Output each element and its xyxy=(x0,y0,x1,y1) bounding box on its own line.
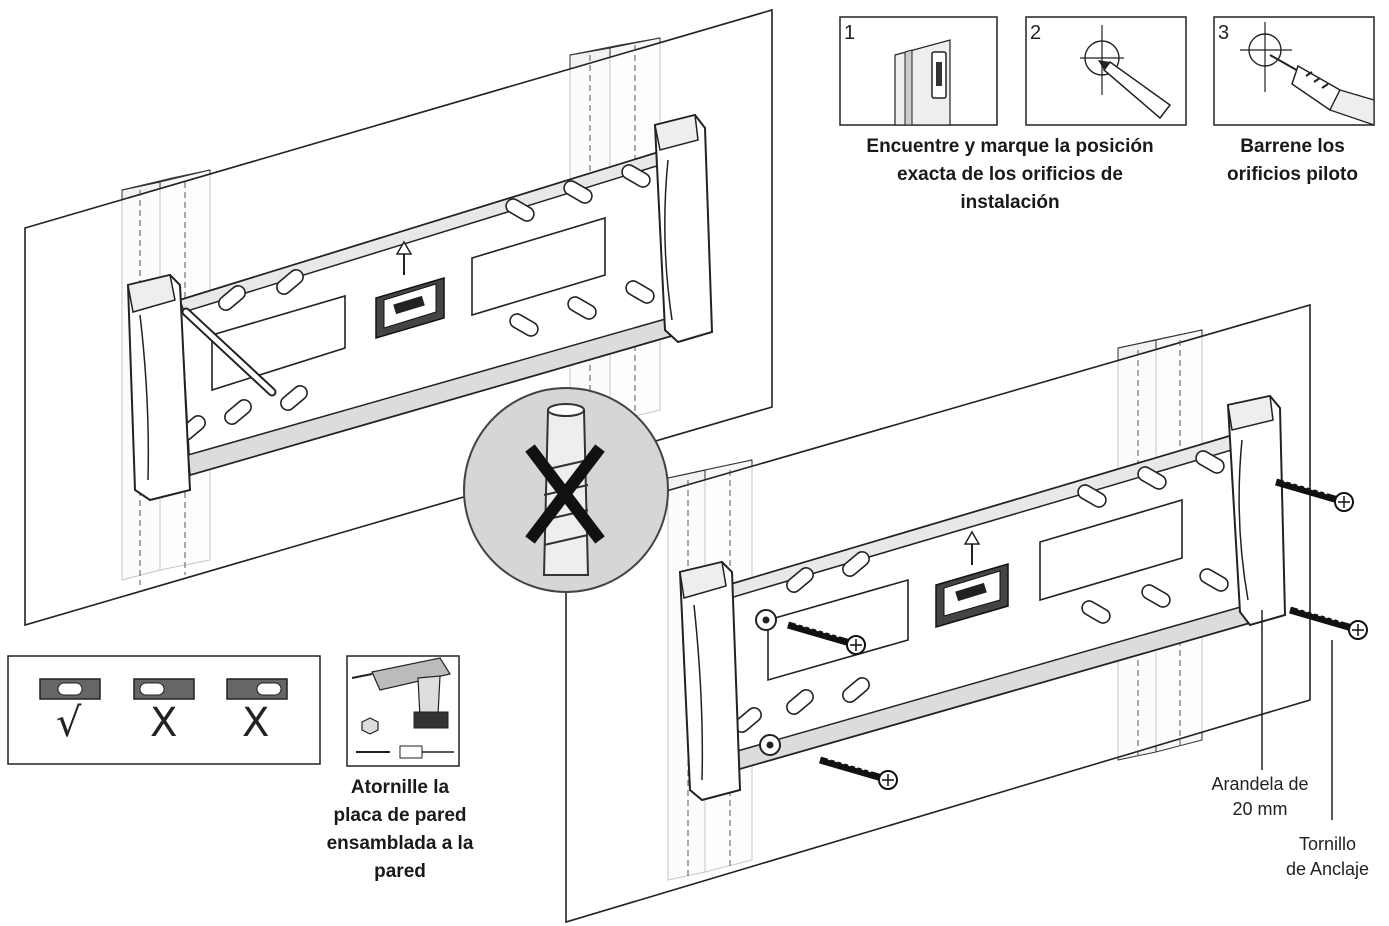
level-wrong-mark: X xyxy=(242,700,270,746)
bracket-end-cap xyxy=(678,560,742,802)
bracket-end-cap xyxy=(126,273,192,502)
cordless-drill-icon xyxy=(346,655,460,767)
wall-plate xyxy=(726,428,1273,772)
level-ok-mark: √ xyxy=(56,700,82,746)
wall-plate xyxy=(175,146,694,477)
level-wrong-mark: X xyxy=(150,700,178,746)
caption-screw-plate: Atornille la placa de pared ensamblada a… xyxy=(326,777,474,882)
up-arrow-icon xyxy=(395,240,413,275)
caption-find-mark: Encuentre y marque la posición exacta de… xyxy=(866,136,1154,213)
bracket-end-cap xyxy=(1226,394,1287,627)
bubble-level-icon xyxy=(935,563,1009,628)
bubble-level-icon xyxy=(39,678,288,700)
right-wall-assembly xyxy=(565,303,1367,924)
step-number-2: 2 xyxy=(1030,22,1042,44)
label-washer: Arandela de 20 mm xyxy=(1211,774,1309,819)
step-number-1: 1 xyxy=(844,22,856,44)
level-check-panel xyxy=(7,655,321,765)
left-wall-assembly xyxy=(24,8,773,627)
up-arrow-icon xyxy=(963,530,981,565)
pencil-icon xyxy=(181,307,277,397)
step-box-3 xyxy=(1213,16,1375,126)
step-box-1 xyxy=(839,16,998,126)
bubble-level-icon xyxy=(375,276,445,340)
caption-drill-pilot: Barrene los orificios piloto xyxy=(1227,136,1358,185)
wall-anchor-prohibited-icon xyxy=(463,387,669,593)
step-box-2 xyxy=(1025,16,1187,126)
step-number-3: 3 xyxy=(1218,22,1230,44)
bracket-end-cap xyxy=(653,113,714,344)
label-anchor-screw: Tornillo de Anclaje xyxy=(1285,834,1370,879)
